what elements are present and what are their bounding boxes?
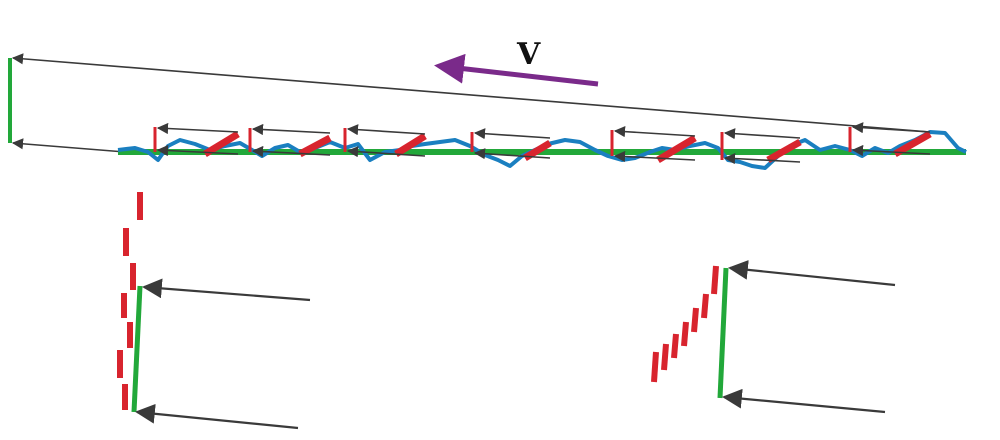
detail-segment [671,333,679,359]
surface-arrows [156,122,931,165]
surface-segment [203,131,240,157]
detail-left-arrow-top [142,278,311,302]
surface-arrow [473,148,551,160]
detail-left-green-bar [131,285,143,413]
surface-arrow [346,124,426,136]
surface-arrow [613,150,696,163]
detail-left-segments [117,192,143,410]
long-arrow-top [11,53,931,133]
velocity-arrow [434,53,599,87]
surface-segment [523,139,552,162]
surface-segments [203,130,932,164]
surface-arrow [613,126,696,138]
surface-arrow [723,152,801,165]
surface-segment [394,133,427,157]
velocity-indicator: V [434,37,599,87]
surface-ticks [153,127,852,160]
detail-left [117,192,311,430]
detail-left-arrow-bottom [135,403,299,430]
detail-segment [681,321,689,347]
long-arrow-bottom [11,138,126,153]
surface-segment [298,134,332,158]
surface-arrow [346,146,426,158]
velocity-label: V [516,37,541,72]
detail-right-arrow-bottom [722,388,886,414]
surface-arrow [473,128,551,140]
detail-right [651,259,896,414]
surface-segment [656,134,697,164]
surface-segment [766,138,802,164]
surface-arrow [251,145,331,158]
detail-right-segments [651,265,719,383]
surface-arrow [156,122,239,135]
detail-right-green-bar [717,267,729,399]
detail-right-arrow-top [728,259,896,287]
surface-arrow [851,122,931,134]
surface-arrow [851,144,931,157]
detail-segment [701,293,709,319]
detail-segment [691,307,699,333]
surface-segment [893,130,932,158]
detail-segment [661,343,669,371]
surface-arrow [723,128,801,140]
long-arrows [8,53,931,153]
surface-arrow [251,123,331,136]
detail-segment [711,265,719,295]
surface-arrow [156,144,239,157]
detail-segment [651,351,659,383]
